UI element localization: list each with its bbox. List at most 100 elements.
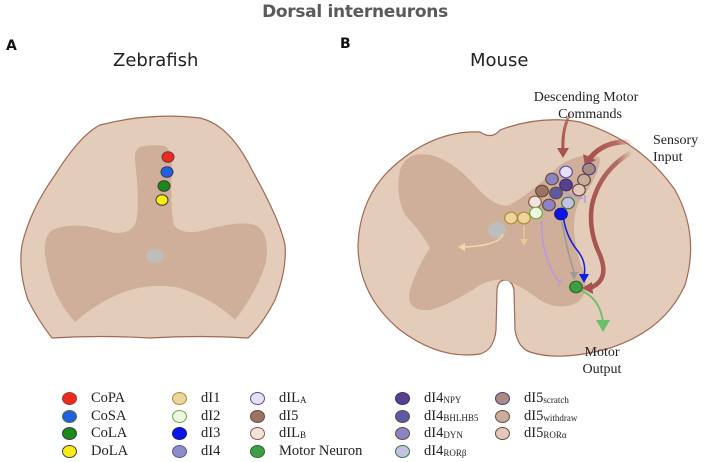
neuron-di5-scratch bbox=[582, 162, 596, 176]
legend-swatch-icon bbox=[395, 444, 410, 458]
sensory-input-arrowhead-upper bbox=[583, 154, 596, 166]
di1-arrowhead-down bbox=[520, 239, 528, 246]
legend-label: dI1 bbox=[201, 390, 221, 406]
di1-projection-arrow bbox=[464, 233, 504, 248]
legend-item: CoPA bbox=[62, 390, 125, 407]
zebrafish-central-canal bbox=[146, 249, 164, 263]
legend-item: CoSA bbox=[62, 408, 126, 425]
descending-label-line1: Descending Motor bbox=[534, 90, 639, 105]
legend-item: dI4RORβ bbox=[395, 443, 466, 460]
descending-motor-arrow bbox=[561, 111, 574, 151]
legend-item: dI4BHLHB5 bbox=[395, 408, 478, 425]
neuron-dil-a bbox=[559, 165, 573, 179]
legend-swatch-icon bbox=[395, 392, 410, 405]
legend-swatch-icon bbox=[250, 409, 265, 423]
legend-label: dI4NPY bbox=[424, 390, 462, 406]
descending-label-line2: Commands bbox=[558, 107, 622, 122]
legend-item: dI5withdraw bbox=[495, 408, 577, 425]
motor-output-label-line1: Motor bbox=[585, 345, 620, 360]
legend-swatch-icon bbox=[62, 427, 77, 440]
zebrafish-neuron-cosa bbox=[160, 166, 174, 178]
legend-label: dILA bbox=[279, 390, 307, 406]
legend-label: DoLA bbox=[91, 442, 129, 459]
descending-motor-arrowhead bbox=[557, 148, 569, 158]
legend-swatch-icon bbox=[395, 409, 410, 423]
di3-arrowhead bbox=[579, 274, 589, 283]
legend-item: Motor Neuron bbox=[250, 443, 362, 460]
legend-item: dI3 bbox=[172, 425, 220, 442]
legend-label: CoPA bbox=[91, 390, 126, 406]
legend-swatch-icon bbox=[62, 392, 77, 405]
di3-projection-line bbox=[562, 213, 586, 277]
legend-item: dI5 bbox=[250, 408, 298, 425]
panel-a-title: Zebrafish bbox=[113, 50, 199, 71]
panel-a-label: A bbox=[6, 38, 17, 54]
neuron-di5 bbox=[535, 184, 549, 198]
neuron-di3 bbox=[554, 207, 568, 221]
legend-swatch-icon bbox=[395, 427, 410, 440]
legend-item: DoLA bbox=[62, 443, 128, 460]
legend-item: dI4DYN bbox=[395, 425, 463, 442]
mouse-central-canal bbox=[488, 222, 506, 238]
legend-item: dI4NPY bbox=[395, 390, 461, 407]
mouse-spinal-cord bbox=[357, 111, 692, 357]
neuron-dil-b bbox=[528, 195, 542, 209]
legend-label: dI3 bbox=[201, 425, 221, 441]
neuron-di4-rorb bbox=[561, 196, 575, 210]
legend-swatch-icon bbox=[62, 444, 77, 458]
legend-swatch-icon bbox=[495, 392, 510, 405]
figure-title: Dorsal interneurons bbox=[262, 2, 448, 22]
legend-label: Motor Neuron bbox=[279, 442, 363, 459]
neuron-di4-bhlhb5 bbox=[549, 186, 563, 200]
legend-label: dI5scratch bbox=[524, 390, 569, 406]
legend-item: dILA bbox=[250, 390, 306, 407]
legend-swatch-icon bbox=[172, 427, 187, 440]
legend-swatch-icon bbox=[172, 392, 187, 405]
zebrafish-neuron-copa bbox=[161, 151, 175, 163]
gray-arrowhead bbox=[570, 272, 578, 280]
neuron-di4-npy bbox=[559, 178, 573, 192]
legend-swatch-icon bbox=[250, 427, 265, 440]
mouse-neuron-cluster bbox=[504, 162, 596, 294]
di4-inhibitory-bar bbox=[557, 278, 564, 287]
legend-label: dI4RORβ bbox=[424, 442, 467, 459]
motor-output-arrowhead bbox=[596, 320, 610, 332]
legend-item: dI4 bbox=[172, 443, 220, 460]
legend-swatch-icon bbox=[172, 444, 187, 458]
legend-item: dI5scratch bbox=[495, 390, 569, 407]
neuron-di4-dyn-2 bbox=[542, 198, 556, 212]
zebrafish-spinal-cord bbox=[20, 115, 286, 339]
legend-label: dI4 bbox=[201, 442, 221, 459]
panel-b-title: Mouse bbox=[470, 50, 529, 71]
legend-label: CoLA bbox=[91, 425, 128, 441]
sensory-input-arrow-long bbox=[588, 150, 634, 291]
sensory-label-line2: Input bbox=[653, 150, 683, 165]
sensory-input-arrowhead-long bbox=[582, 282, 593, 294]
sensory-label-line1: Sensory bbox=[653, 133, 698, 148]
motor-output-label-line2: Output bbox=[583, 362, 622, 377]
zebrafish-gray-matter bbox=[44, 145, 267, 322]
zebrafish-neuron-dola bbox=[155, 194, 169, 206]
legend-label: CoSA bbox=[91, 407, 127, 424]
legend-swatch-icon bbox=[250, 392, 265, 405]
legend-swatch-icon bbox=[495, 427, 510, 440]
motor-output-arrow bbox=[579, 289, 604, 323]
neuron-di4-dyn-1 bbox=[545, 172, 559, 186]
legend-item: dI2 bbox=[172, 408, 220, 425]
legend-item: dILB bbox=[250, 425, 306, 442]
legend-swatch-icon bbox=[250, 444, 265, 458]
legend-swatch-icon bbox=[62, 409, 77, 423]
legend-item: CoLA bbox=[62, 425, 127, 442]
neuron-di1-a bbox=[504, 211, 518, 225]
dil-inhibitory-line bbox=[562, 192, 584, 200]
legend-label: dILB bbox=[279, 425, 306, 441]
legend-label: dI4BHLHB5 bbox=[424, 407, 479, 424]
neuron-di2 bbox=[529, 206, 543, 220]
legend-label: dI5withdraw bbox=[524, 407, 578, 424]
neuron-di1-b bbox=[517, 211, 531, 225]
legend-item: dI1 bbox=[172, 390, 220, 407]
legend-label: dI5 bbox=[279, 407, 299, 424]
legend-label: dI5RORα bbox=[524, 425, 567, 441]
legend-label: dI4DYN bbox=[424, 425, 463, 441]
